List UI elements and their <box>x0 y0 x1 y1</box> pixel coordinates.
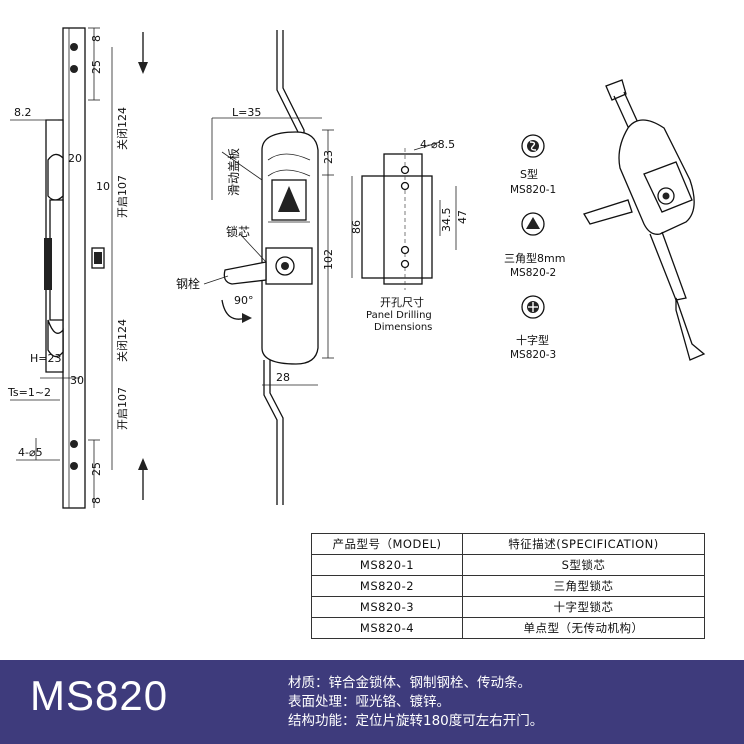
dim-open-107-bot: 开启107 <box>116 387 129 430</box>
model-cell: MS820-3 <box>311 596 463 618</box>
dim-l-35: L=35 <box>232 106 261 119</box>
lock-type-s-code: MS820-1 <box>510 184 556 196</box>
table-header-row: 产品型号（MODEL) 特征描述(SPECIFICATION) <box>311 533 705 555</box>
front-view: L=35 23 102 28 90° 滑动盖板 锁芯 钢栓 <box>176 30 335 505</box>
dim-86: 86 <box>350 220 363 234</box>
footer-model-name: MS820 <box>30 672 169 719</box>
footer-description: 材质：锌合金锁体、钢制钢栓、传动条。 表面处理：哑光铬、镀锌。 结构功能：定位片… <box>288 674 543 731</box>
dim-holes-4-5: 4-⌀5 <box>18 446 43 459</box>
dim-34-5: 34.5 <box>440 208 453 233</box>
s-lock-symbol-icon <box>521 134 545 158</box>
panel-drilling: 4-⌀8.5 86 34.5 47 开孔尺寸 Panel Drilling Di… <box>350 138 469 333</box>
technical-drawing: 8 25 开启107 关闭124 8.2 20 10 H=23 30 Ts=1~… <box>7 27 706 509</box>
dim-open-107-top: 开启107 <box>116 175 129 218</box>
dim-20: 20 <box>68 152 82 165</box>
dim-holes-8-5: 4-⌀8.5 <box>420 138 455 151</box>
label-slide-cover: 滑动盖板 <box>227 148 241 196</box>
dim-top-8: 8 <box>90 35 103 42</box>
dim-8-2: 8.2 <box>14 106 32 119</box>
spec-cell: 单点型（无传动机构） <box>462 617 705 639</box>
side-view: 8 25 开启107 关闭124 8.2 20 10 H=23 30 Ts=1~… <box>7 27 148 509</box>
panel-drilling-title-en-2: Dimensions <box>374 322 432 333</box>
dim-top-25: 25 <box>90 60 103 74</box>
lock-type-triangle-name: 三角型8mm <box>504 251 565 265</box>
spec-cell: 三角型锁芯 <box>462 575 705 597</box>
label-lock-core: 锁芯 <box>226 224 250 239</box>
panel-drilling-title-cn: 开孔尺寸 <box>380 295 424 309</box>
dim-47: 47 <box>456 210 469 224</box>
lock-type-cross-name: 十字型 <box>516 333 549 347</box>
cross-lock-symbol-icon <box>521 295 545 319</box>
table-row: MS820-4 单点型（无传动机构） <box>311 617 705 639</box>
lock-type-cross-code: MS820-3 <box>510 349 556 361</box>
dim-ts: Ts=1~2 <box>7 386 51 399</box>
table-row: MS820-3 十字型锁芯 <box>311 596 705 618</box>
lock-types: S型 MS820-1 三角型8mm MS820-2 十字型 MS820-3 <box>504 134 565 361</box>
lock-type-s-name: S型 <box>520 167 538 181</box>
model-cell: MS820-1 <box>311 554 463 576</box>
panel-drilling-title-en-1: Panel Drilling <box>366 310 432 321</box>
lock-type-triangle-code: MS820-2 <box>510 267 556 279</box>
label-bolt: 钢栓 <box>176 276 200 291</box>
dim-close-124-bot: 关闭124 <box>115 319 129 362</box>
dim-bot-25: 25 <box>90 462 103 476</box>
spec-cell: 十字型锁芯 <box>462 596 705 618</box>
dim-102: 102 <box>322 249 335 270</box>
dim-28: 28 <box>276 371 290 384</box>
model-cell: MS820-4 <box>311 617 463 639</box>
triangle-lock-symbol-icon <box>521 212 545 236</box>
specification-table: 产品型号（MODEL) 特征描述(SPECIFICATION) MS820-1 … <box>311 533 705 639</box>
dim-10: 10 <box>96 180 110 193</box>
isometric-view <box>583 79 706 361</box>
footer-banner: MS820 材质：锌合金锁体、钢制钢栓、传动条。 表面处理：哑光铬、镀锌。 结构… <box>0 660 744 744</box>
dim-h-23: H=23 <box>30 352 62 365</box>
dim-30: 30 <box>70 374 84 387</box>
footer-finish-line: 表面处理：哑光铬、镀锌。 <box>288 694 450 710</box>
spec-cell: S型锁芯 <box>462 554 705 576</box>
header-specification: 特征描述(SPECIFICATION) <box>462 533 705 555</box>
dim-close-124-top: 关闭124 <box>115 107 129 150</box>
table-row: MS820-2 三角型锁芯 <box>311 575 705 597</box>
footer-material-line: 材质：锌合金锁体、钢制钢栓、传动条。 <box>288 675 531 691</box>
dim-23: 23 <box>322 150 335 164</box>
header-model: 产品型号（MODEL) <box>311 533 463 555</box>
footer-function-line: 结构功能：定位片旋转180度可左右开门。 <box>288 713 544 729</box>
model-cell: MS820-2 <box>311 575 463 597</box>
table-row: MS820-1 S型锁芯 <box>311 554 705 576</box>
dim-90: 90° <box>234 294 254 307</box>
dim-bot-8: 8 <box>90 497 103 504</box>
